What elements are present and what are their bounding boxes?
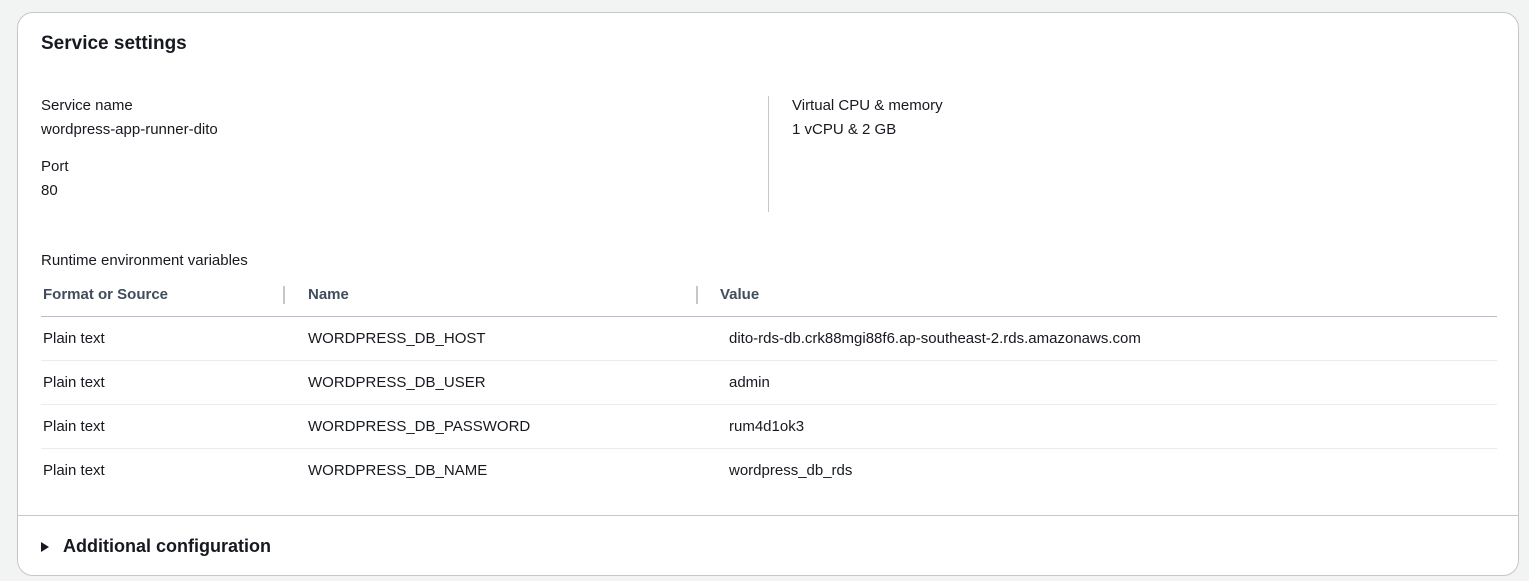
column-header-name: Name (308, 286, 349, 303)
service-name-label: Service name (41, 97, 133, 114)
details-right-column: Virtual CPU & memory 1 vCPU & 2 GB (792, 97, 1492, 158)
env-vars-label: Runtime environment variables (41, 252, 248, 269)
row-source: Plain text (43, 374, 105, 391)
port-value: 80 (41, 182, 58, 199)
row-source: Plain text (43, 330, 105, 347)
service-settings-card: Service settings Service name wordpress-… (17, 12, 1519, 576)
details-left-column: Service name wordpress-app-runner-dito P… (41, 97, 741, 219)
row-name: WORDPRESS_DB_USER (308, 374, 486, 391)
table-row: Plain text WORDPRESS_DB_NAME wordpress_d… (41, 449, 1497, 492)
table-row: Plain text WORDPRESS_DB_HOST dito-rds-db… (41, 317, 1497, 361)
column-resizer[interactable] (283, 286, 285, 304)
vcpu-memory-value: 1 vCPU & 2 GB (792, 121, 897, 138)
vcpu-memory-pair: Virtual CPU & memory 1 vCPU & 2 GB (792, 97, 1492, 139)
row-name: WORDPRESS_DB_HOST (308, 330, 486, 347)
env-vars-table: Format or Source Name Value Plain text W… (41, 279, 1497, 492)
card-footer: Additional configuration (18, 515, 1518, 575)
table-row: Plain text WORDPRESS_DB_PASSWORD rum4d1o… (41, 405, 1497, 449)
additional-configuration-expander[interactable]: Additional configuration (41, 536, 271, 557)
row-value: admin (729, 374, 770, 391)
row-value: wordpress_db_rds (729, 462, 853, 479)
row-name: WORDPRESS_DB_PASSWORD (308, 418, 531, 435)
table-row: Plain text WORDPRESS_DB_USER admin (41, 361, 1497, 405)
card-title: Service settings (41, 33, 187, 54)
column-resizer[interactable] (696, 286, 698, 304)
vcpu-memory-label: Virtual CPU & memory (792, 97, 943, 114)
caret-right-icon (41, 541, 49, 552)
port-label: Port (41, 158, 69, 175)
service-name-pair: Service name wordpress-app-runner-dito (41, 97, 741, 139)
expander-label: Additional configuration (63, 536, 271, 556)
column-header-source: Format or Source (43, 286, 169, 303)
row-value: rum4d1ok3 (729, 418, 805, 435)
table-header: Format or Source Name Value (41, 279, 1497, 317)
column-divider (768, 96, 769, 212)
row-source: Plain text (43, 418, 105, 435)
column-header-value: Value (720, 286, 760, 303)
row-value: dito-rds-db.crk88mgi88f6.ap-southeast-2.… (729, 330, 1141, 347)
port-pair: Port 80 (41, 158, 741, 200)
row-name: WORDPRESS_DB_NAME (308, 462, 488, 479)
row-source: Plain text (43, 462, 105, 479)
service-name-value: wordpress-app-runner-dito (41, 121, 218, 138)
